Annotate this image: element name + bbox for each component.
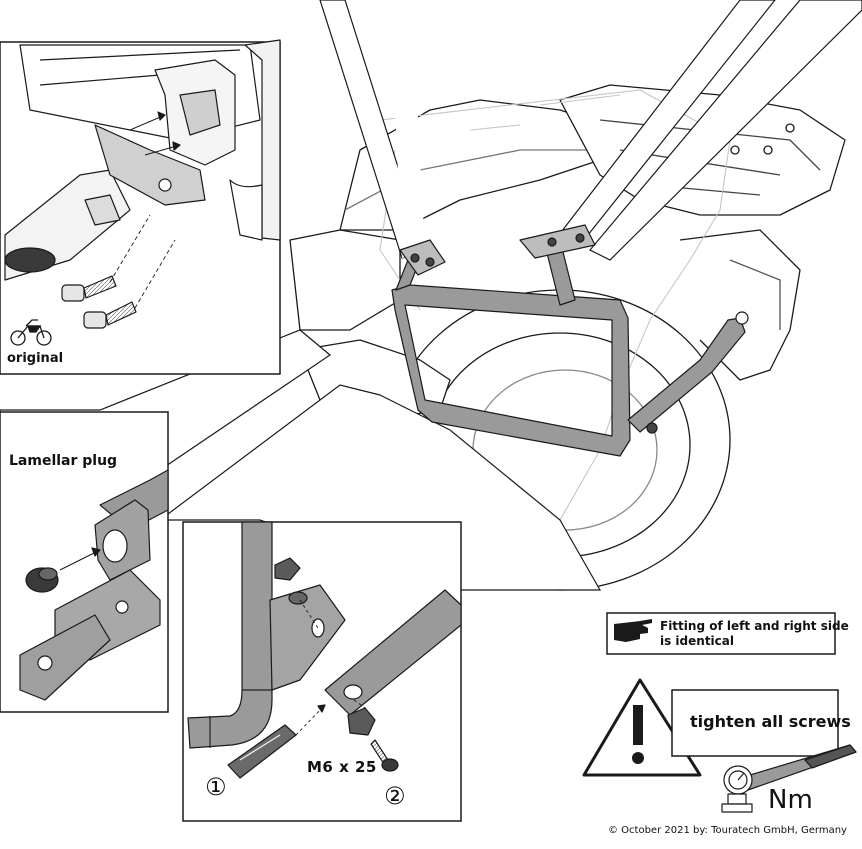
warning-triangle-icon [582,678,702,777]
torque-wrench-icon [721,744,857,813]
fitting-note-line2: is identical [660,634,734,648]
torque-unit-label: Nm [768,785,813,815]
pointing-hand-icon [614,619,652,642]
inset-bolt-drawing [187,521,462,779]
original-label: original [7,351,64,366]
inset-original-drawing [4,39,281,329]
motorcycle-icon [10,319,52,346]
fitting-note-box [606,612,836,655]
tighten-note: tighten all screws [690,712,851,731]
lamellar-plug-label: Lamellar plug [9,453,118,469]
copyright-footer: © October 2021 by: Touratech GmbH, Germa… [608,825,847,836]
tighten-note-box [671,689,839,757]
step-one-marker: ① [205,773,227,801]
step-two-marker: ② [384,782,406,810]
inset-lamellar-drawing [19,469,169,701]
inset-bolt-frame [182,521,462,822]
bolt-spec-label: M6 x 25 [307,758,377,776]
fitting-note-line1: Fitting of left and right side [660,619,849,633]
pannier-frame [391,224,749,457]
